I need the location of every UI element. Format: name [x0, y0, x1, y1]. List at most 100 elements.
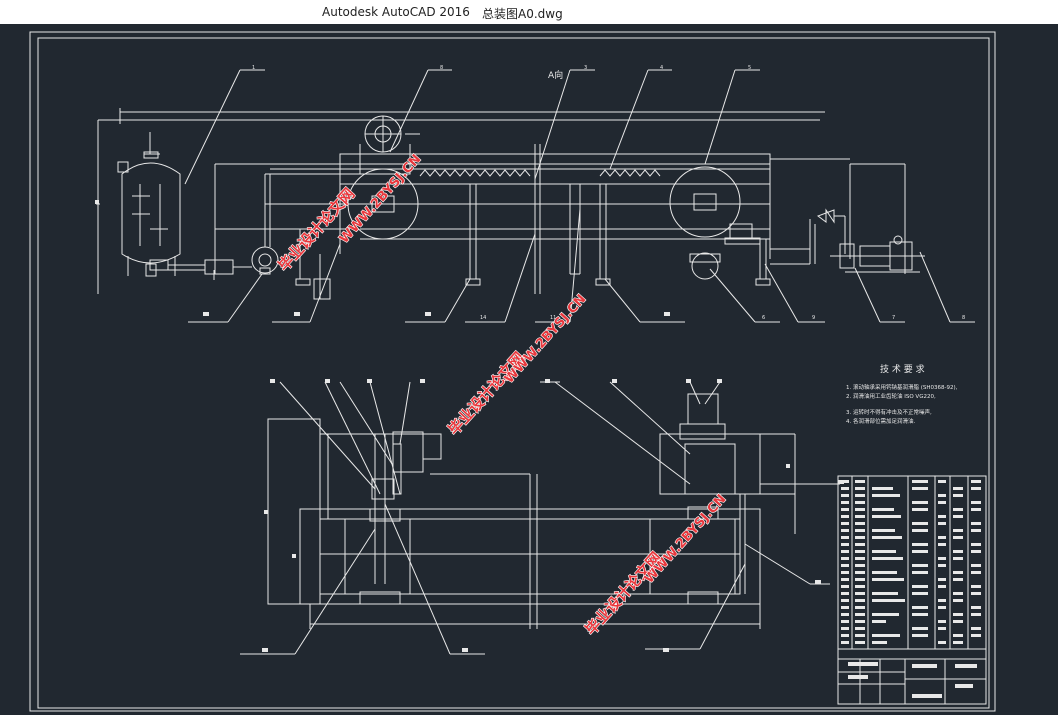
parts-row-mark [855, 564, 865, 567]
parts-row-mark [938, 522, 946, 525]
drive-motor-lower [689, 223, 761, 280]
parts-row-mark [841, 620, 849, 623]
parts-row-mark [953, 634, 963, 637]
tech-req-item-2: 2. 润滑油用工业齿轮油 ISO VG220, [846, 392, 936, 400]
callout-6: 6 [762, 315, 765, 321]
parts-row-mark [855, 515, 865, 518]
tech-req-item-4: 4. 各润滑部位需加足润滑油. [846, 417, 915, 425]
parts-row-mark [953, 599, 963, 602]
parts-row-mark [953, 578, 963, 581]
parts-row-mark [855, 599, 865, 602]
callout-14: 14 [480, 315, 486, 321]
parts-row-mark [953, 494, 963, 497]
parts-row-mark [971, 592, 981, 595]
inner-frame [37, 37, 990, 709]
parts-row-mark [912, 529, 928, 532]
bottom-callout-tags [95, 200, 670, 316]
parts-row-mark [971, 550, 981, 553]
callout-9: 9 [812, 315, 815, 321]
parts-row-mark [938, 599, 946, 602]
parts-row-mark [841, 543, 849, 546]
parts-row-mark [855, 634, 865, 637]
parts-row-mark [872, 599, 905, 602]
parts-row-mark [953, 536, 963, 539]
tech-req-item-3: 3. 运转时不得有冲击及不正常噪声, [846, 408, 932, 416]
parts-row-mark [938, 606, 946, 609]
parts-row-mark [971, 522, 981, 525]
parts-row-mark [938, 620, 946, 623]
feed-pump [204, 174, 279, 280]
parts-row-mark [938, 578, 946, 581]
parts-row-mark [938, 564, 946, 567]
parts-row-mark [872, 508, 894, 511]
parts-row-mark [855, 613, 865, 616]
parts-row-mark [841, 529, 849, 532]
title-block-mark [848, 675, 868, 679]
cad-drawing[interactable]: 1 8 3 4 5 A向 14 11 6 9 7 [0, 24, 1058, 715]
parts-row-mark [841, 606, 849, 609]
parts-row-mark [971, 508, 981, 511]
parts-row-mark [938, 641, 946, 644]
parts-row-mark [841, 613, 849, 616]
callout-11: 11 [550, 315, 556, 321]
parts-row-mark [912, 508, 928, 511]
callout-3: 3 [584, 65, 587, 71]
parts-row-mark [953, 487, 963, 490]
parts-row-mark [872, 536, 902, 539]
head-drum [347, 115, 420, 240]
parts-row-mark [872, 557, 903, 560]
parts-row-mark [912, 613, 928, 616]
parts-row-mark [971, 529, 981, 532]
parts-row-mark [912, 522, 928, 525]
parts-row-mark [872, 613, 899, 616]
parts-row-mark [855, 501, 865, 504]
tech-req-item-1: 1. 滚动轴承采用钙钠基润滑脂 (SH0368-92), [846, 383, 958, 391]
parts-row-mark [971, 571, 981, 574]
parts-row-mark [855, 529, 865, 532]
parts-row-mark [841, 627, 849, 630]
parts-row-mark [872, 494, 900, 497]
parts-row-mark [971, 480, 981, 483]
parts-row-mark [938, 543, 946, 546]
leader-lines-top [184, 69, 760, 185]
parts-row-mark [953, 550, 963, 553]
outer-frame [29, 31, 996, 712]
parts-row-mark [938, 585, 946, 588]
parts-row-mark [971, 627, 981, 630]
parts-row-mark [855, 627, 865, 630]
drawing-canvas[interactable]: 1 8 3 4 5 A向 14 11 6 9 7 [0, 24, 1058, 715]
parts-row-mark [841, 487, 849, 490]
parts-row-mark [841, 501, 849, 504]
parts-row-mark [912, 480, 928, 483]
parts-row-mark [841, 550, 849, 553]
parts-list-table [837, 475, 987, 705]
title-block-mark [955, 664, 977, 668]
parts-row-mark [841, 592, 849, 595]
parts-row-mark [872, 515, 901, 518]
parts-row-mark [872, 578, 904, 581]
parts-row-mark [938, 627, 946, 630]
tech-requirements-block: 技 术 要 求 1. 滚动轴承采用钙钠基润滑脂 (SH0368-92), 2. … [846, 363, 958, 425]
parts-row-mark [841, 599, 849, 602]
parts-row-mark [912, 585, 928, 588]
parts-row-mark [855, 480, 865, 483]
parts-row-mark [971, 585, 981, 588]
parts-row-mark [912, 606, 928, 609]
parts-row-mark [971, 543, 981, 546]
title-block-mark [848, 662, 878, 666]
parts-row-mark [971, 613, 981, 616]
parts-row-mark [872, 550, 896, 553]
parts-row-mark [855, 606, 865, 609]
parts-row-mark [971, 501, 981, 504]
parts-row-mark [855, 494, 865, 497]
parts-row-mark [855, 585, 865, 588]
parts-row-mark [953, 571, 963, 574]
parts-row-mark [912, 627, 928, 630]
parts-row-mark [971, 487, 981, 490]
storage-tank [117, 132, 205, 277]
parts-row-mark [953, 508, 963, 511]
parts-row-mark [872, 634, 900, 637]
parts-row-mark [971, 634, 981, 637]
parts-row-mark [855, 522, 865, 525]
parts-row-mark [841, 564, 849, 567]
